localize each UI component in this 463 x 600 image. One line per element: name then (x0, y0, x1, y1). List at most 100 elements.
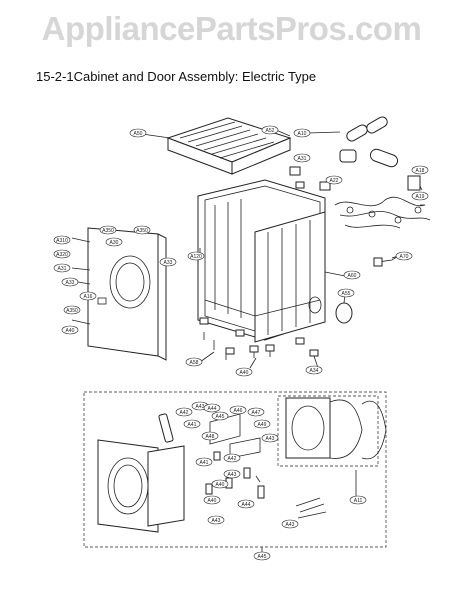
callout-w: A58 (185, 357, 203, 367)
callout-z9: A49 (253, 419, 271, 429)
callout-oval (293, 128, 311, 138)
callout-oval (207, 515, 225, 525)
callout-oval (203, 403, 221, 413)
callout-label: A43 (196, 404, 205, 410)
callout-z5: A46 (229, 405, 247, 415)
callout-label: A310 (56, 238, 68, 244)
callout-label: A55 (342, 291, 351, 297)
callout-oval (183, 419, 201, 429)
callout-oval (411, 191, 429, 201)
callout-c: A10 (293, 128, 311, 138)
callout-label: A50 (134, 131, 143, 137)
callout-label: A49 (258, 422, 267, 428)
callout-z14: A43 (223, 469, 241, 479)
callout-oval (133, 225, 151, 235)
callout-label: A42 (228, 456, 237, 462)
callout-label: A48 (206, 434, 215, 440)
round-cover-part (335, 302, 353, 324)
callout-label: A19 (416, 194, 425, 200)
callout-label: A10 (298, 131, 307, 137)
callout-oval (201, 431, 219, 441)
callout-s: A120 (187, 251, 205, 261)
callout-label: A30 (110, 240, 119, 246)
front-panel-part (87, 227, 167, 361)
callout-oval (53, 263, 71, 273)
callout-oval (305, 365, 323, 375)
callout-a: A50 (129, 128, 147, 138)
callout-oval (187, 251, 205, 261)
callout-oval (411, 165, 429, 175)
callout-oval (395, 251, 413, 261)
callout-label: A40 (208, 498, 217, 504)
callout-label: A44 (208, 406, 217, 412)
callout-label: A33 (66, 280, 75, 286)
callout-t: A40 (61, 325, 79, 335)
callout-oval (247, 407, 265, 417)
callout-oval (53, 235, 71, 245)
callout-b: A52 (261, 125, 279, 135)
callout-label: A350 (136, 228, 148, 234)
top-cover-part (166, 117, 292, 175)
diagram-title: 15-2-1Cabinet and Door Assembly: Electri… (36, 69, 317, 84)
callout-oval (293, 153, 311, 163)
callout-label: A16 (84, 294, 93, 300)
callout-label: A46 (234, 408, 243, 414)
callout-z6: A47 (247, 407, 265, 417)
callout-z13: A40 (211, 479, 229, 489)
callout-z18: A43 (207, 515, 225, 525)
callout-h: A60 (343, 270, 361, 280)
callout-label: A41 (200, 460, 209, 466)
callout-m: A30 (105, 237, 123, 247)
callout-z20: A45 (253, 551, 271, 561)
callout-oval (253, 419, 271, 429)
callout-l: A350 (99, 225, 117, 235)
callout-d: A31 (293, 153, 311, 163)
callout-oval (211, 479, 229, 489)
callout-oval (61, 277, 79, 287)
watermark-logo: AppliancePartsPros.com (41, 10, 422, 47)
callout-oval (53, 249, 71, 259)
door-front-part (97, 439, 185, 533)
callout-g: A19 (411, 191, 429, 201)
callout-oval (79, 291, 97, 301)
callout-oval (129, 128, 147, 138)
callout-f: A18 (411, 165, 429, 175)
callout-oval (261, 433, 279, 443)
callout-label: A45 (258, 554, 267, 560)
callout-v: A55 (337, 288, 355, 298)
callout-oval (63, 305, 81, 315)
callout-label: A41 (188, 422, 197, 428)
callout-label: A43 (286, 522, 295, 528)
callout-i: A310 (53, 235, 71, 245)
callout-n: A16 (79, 291, 97, 301)
callout-p: A33 (159, 257, 177, 267)
callout-label: A11 (354, 498, 363, 504)
cabinet-part (197, 179, 326, 343)
leg-parts (199, 317, 319, 360)
callout-oval (99, 225, 117, 235)
callout-label: A320 (56, 252, 68, 258)
callout-label: A42 (180, 410, 189, 416)
callout-y: A40 (235, 367, 253, 377)
callout-z17: A11 (349, 495, 367, 505)
callout-oval (229, 405, 247, 415)
callout-oval (159, 257, 177, 267)
power-cord-part (373, 255, 399, 267)
callout-z7: A41 (183, 419, 201, 429)
callout-oval (325, 175, 343, 185)
callout-oval (281, 519, 299, 529)
callout-label: A43 (266, 436, 275, 442)
callout-oval (349, 495, 367, 505)
callout-z19: A43 (281, 519, 299, 529)
callout-label: A40 (66, 328, 75, 334)
hinge-parts (205, 413, 327, 519)
callout-x: A34 (305, 365, 323, 375)
callout-label: A31 (58, 266, 67, 272)
callout-z1: A42 (175, 407, 193, 417)
callout-label: A40 (240, 370, 249, 376)
callout-label: A45 (216, 414, 225, 420)
door-assembly-box (83, 391, 387, 548)
callout-oval (343, 270, 361, 280)
callout-z10: A43 (261, 433, 279, 443)
switch-parts (289, 166, 421, 191)
